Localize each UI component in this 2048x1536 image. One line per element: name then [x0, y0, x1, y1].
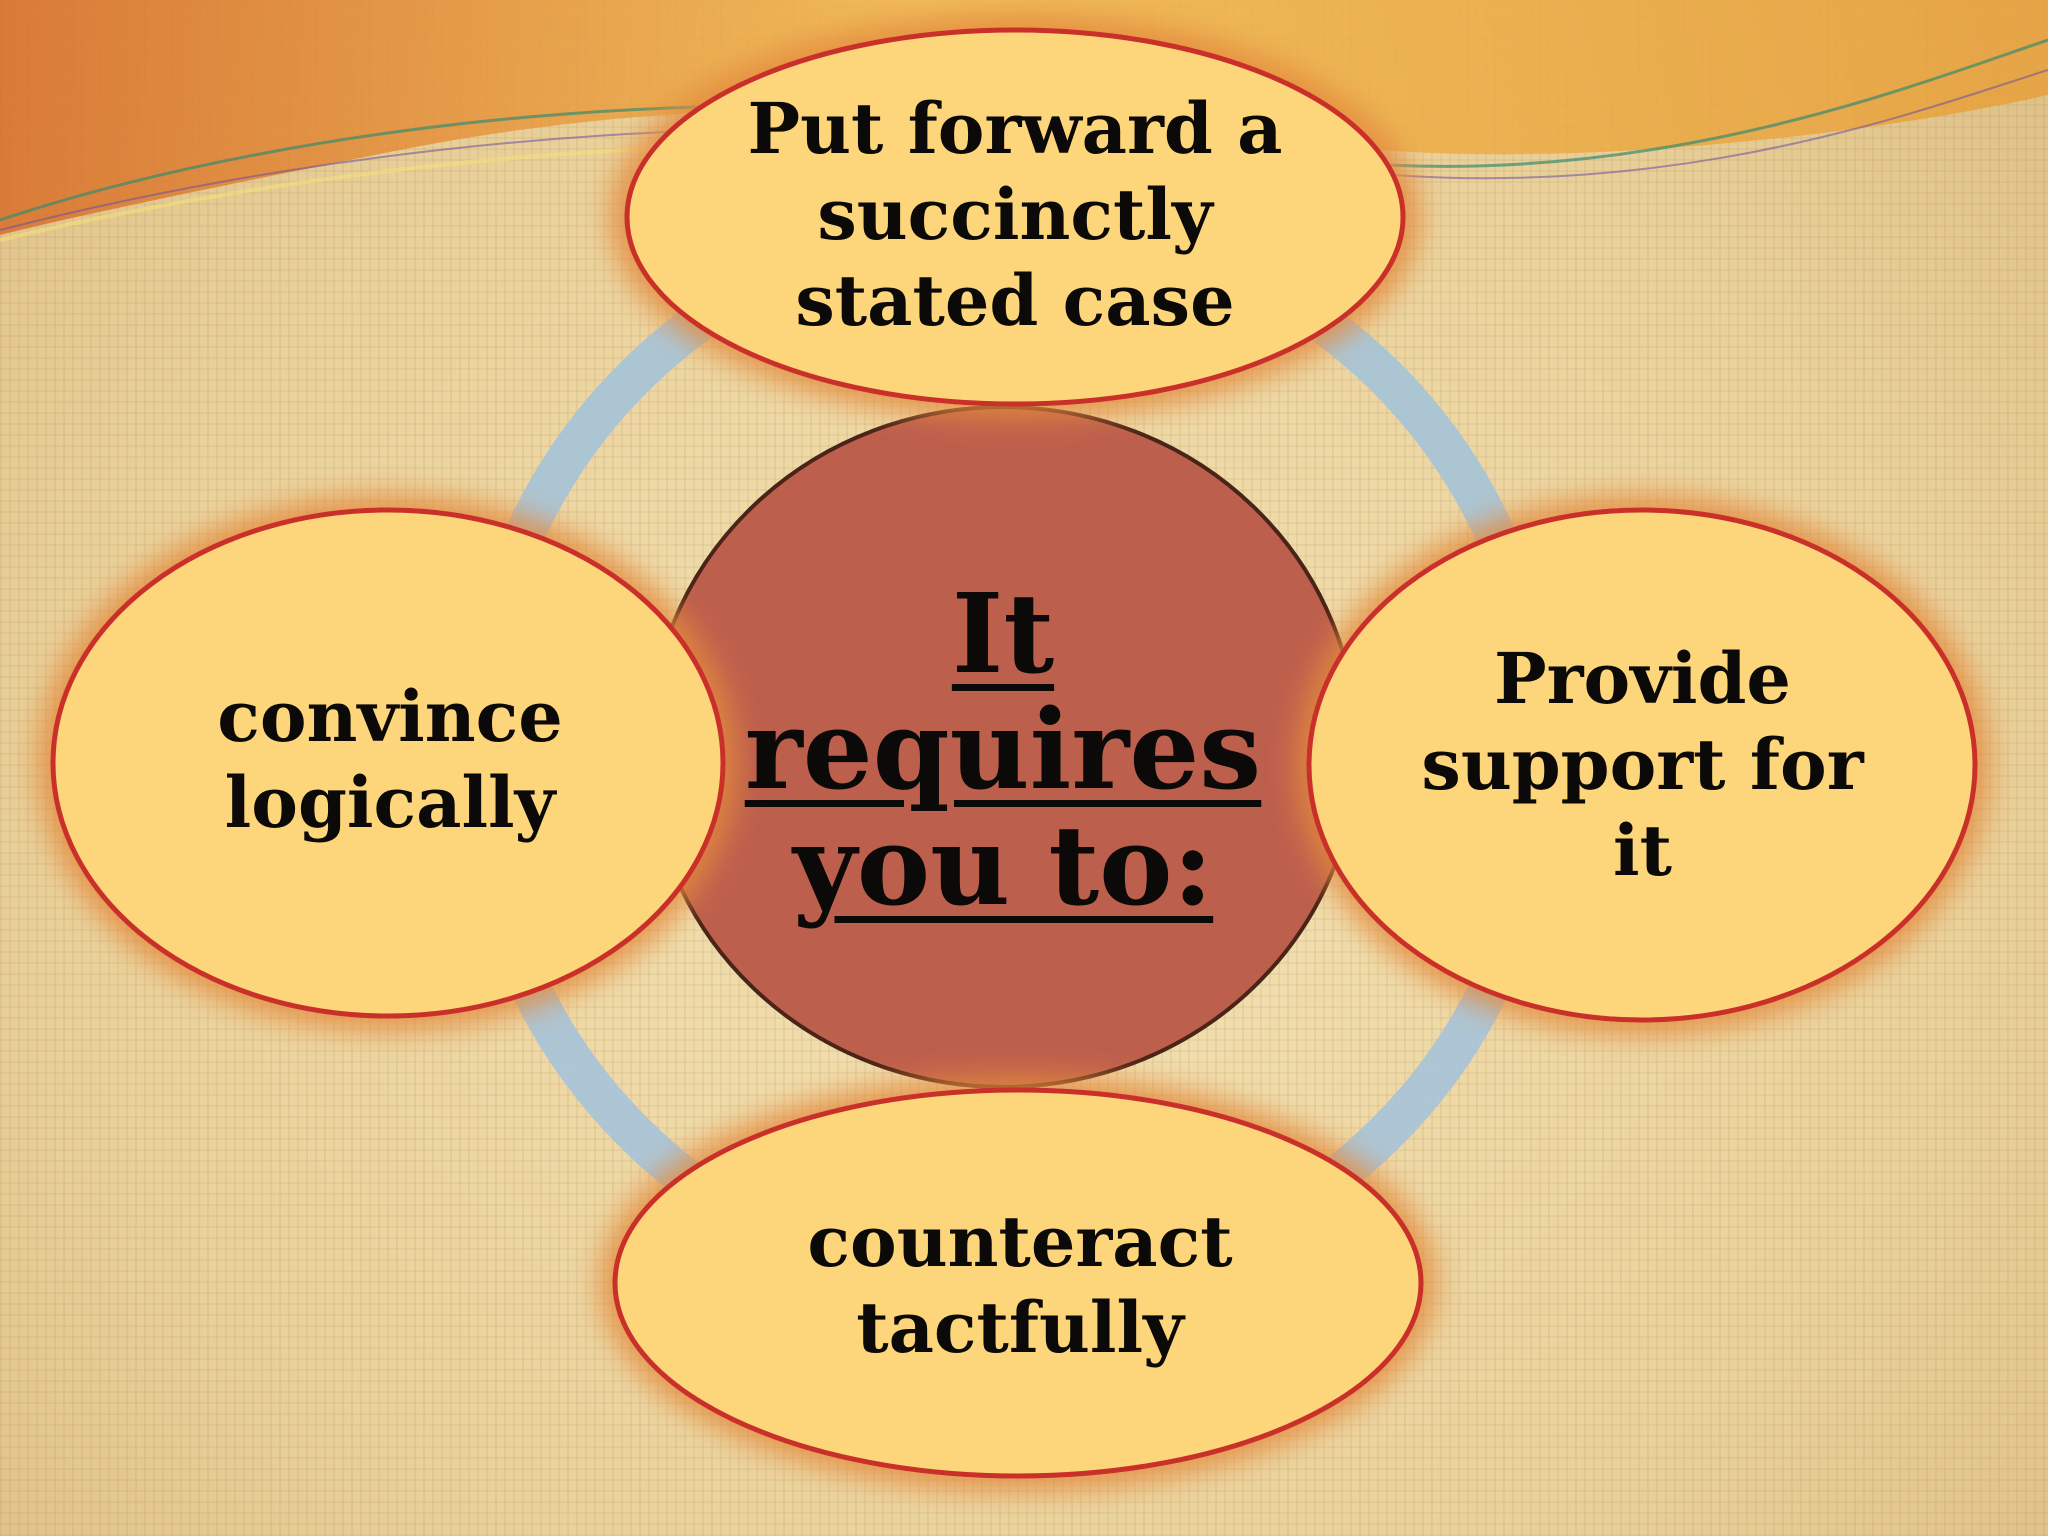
center-label: It requires you to: — [744, 569, 1262, 930]
node-top — [610, 15, 1420, 419]
node-bottom-label: counteract tactfully — [807, 1200, 1233, 1369]
node-bottom — [600, 1075, 1436, 1491]
node-left — [38, 495, 738, 1031]
node-right-label: Provide support for it — [1421, 637, 1864, 892]
node-right — [1295, 495, 1989, 1035]
node-top-label: Put forward a succinctly stated case — [747, 87, 1283, 342]
node-left-label: convince logically — [217, 675, 563, 844]
